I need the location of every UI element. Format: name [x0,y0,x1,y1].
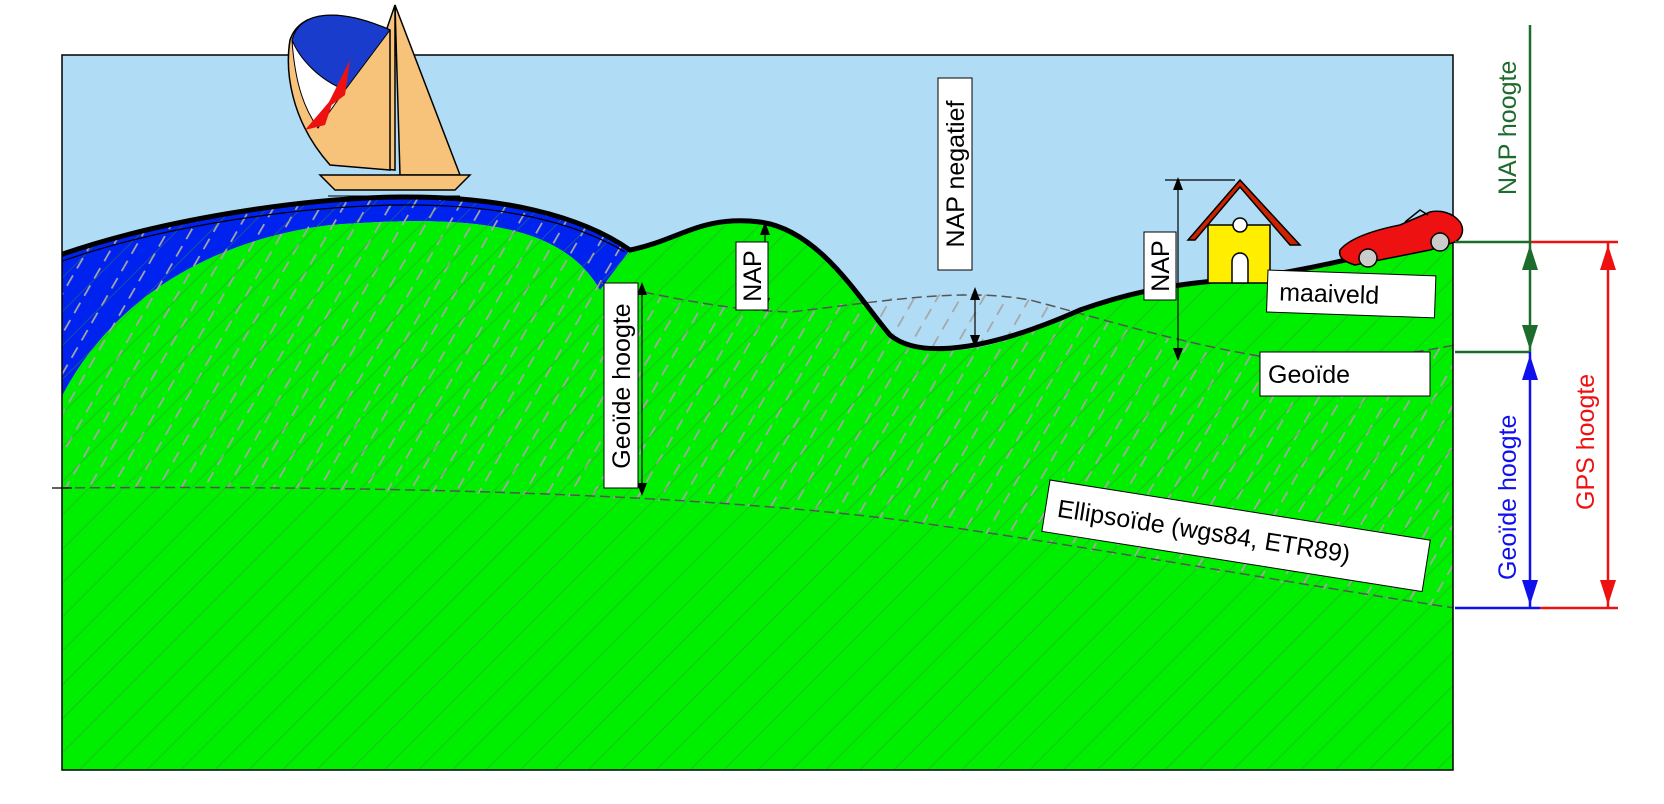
car-icon [1338,209,1464,268]
nap-hoogte-arrowheads [1522,245,1538,350]
svg-text:NAP: NAP [739,250,767,301]
scale-bars: NAP hoogte Geoïde hoogte GPS hoogte [1455,25,1618,610]
nap-negatief-label: NAP negatief [937,77,973,271]
svg-text:NAP: NAP [1147,240,1175,291]
gps-hoogte-label: GPS hoogte [1572,374,1600,510]
ellipsoide-line [62,486,1453,609]
svg-text:Geoïde hoogte: Geoïde hoogte [608,303,636,468]
maaiveld-label: maaiveld [1266,269,1437,319]
svg-text:Geoïde: Geoïde [1268,361,1350,389]
geoide-label: Geoïde [1259,351,1431,397]
geoide-hoogte-label: Geoïde hoogte [1494,415,1522,580]
nap-arrow-right [1165,177,1235,361]
geoide-hoogte-arrowheads [1522,355,1538,605]
diagram-frame [61,54,1454,771]
sailboat-icon [287,4,472,197]
svg-text:NAP negatief: NAP negatief [942,101,970,248]
nap-hoogte-label: NAP hoogte [1494,61,1522,195]
ground-hatch [62,196,1453,770]
sea-surface-line [62,204,626,262]
geoide-hoogte-inner-label: Geoïde hoogte [603,282,639,489]
geoide-hoogte-arrow [637,282,647,496]
nap-label-right: NAP [1143,231,1177,301]
house-icon [1186,178,1302,284]
nap-label-left: NAP [735,241,769,311]
svg-text:maaiveld: maaiveld [1279,278,1380,309]
nap-negatief-arrow [970,287,980,348]
